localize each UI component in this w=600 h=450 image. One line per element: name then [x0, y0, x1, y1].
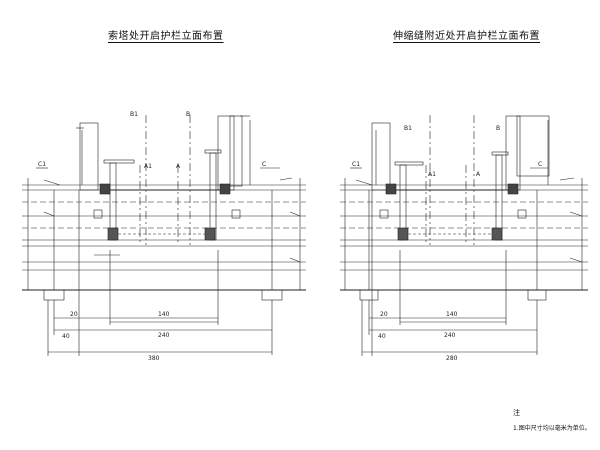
- right-elevation-drawing: [340, 115, 588, 356]
- right-label-c1: C1: [352, 161, 360, 168]
- right-mark-b: B: [496, 125, 500, 132]
- left-dim-140: 140: [158, 311, 170, 318]
- left-mark-a1: A1: [144, 163, 152, 170]
- right-mark-a1: A1: [428, 171, 436, 178]
- left-dim-380: 380: [148, 355, 160, 362]
- right-drawing-title: 伸缩缝附近处开启护栏立面布置: [393, 31, 540, 42]
- left-dim-40: 40: [62, 333, 70, 340]
- left-label-c1: C1: [38, 161, 46, 168]
- right-dim-280: 280: [446, 355, 458, 362]
- right-dim-40: 40: [378, 333, 386, 340]
- notes-line-1: 1.图中尺寸均以毫米为单位。: [513, 425, 591, 432]
- right-mark-a: A: [476, 171, 481, 178]
- left-dim-20: 20: [70, 311, 78, 318]
- right-label-c: C: [538, 161, 542, 168]
- left-dim-240: 240: [158, 332, 170, 339]
- right-mark-b1: B1: [404, 125, 412, 132]
- left-mark-b: B: [186, 111, 190, 118]
- left-drawing-title: 索塔处开启护栏立面布置: [108, 31, 224, 42]
- left-label-c: C: [262, 161, 266, 168]
- right-dim-20: 20: [380, 311, 388, 318]
- notes-heading: 注: [513, 409, 520, 417]
- left-mark-b1: B1: [130, 111, 138, 118]
- left-mark-a: A: [176, 163, 181, 170]
- left-elevation-drawing: [22, 115, 306, 356]
- right-dim-140: 140: [446, 311, 458, 318]
- right-dim-240: 240: [444, 332, 456, 339]
